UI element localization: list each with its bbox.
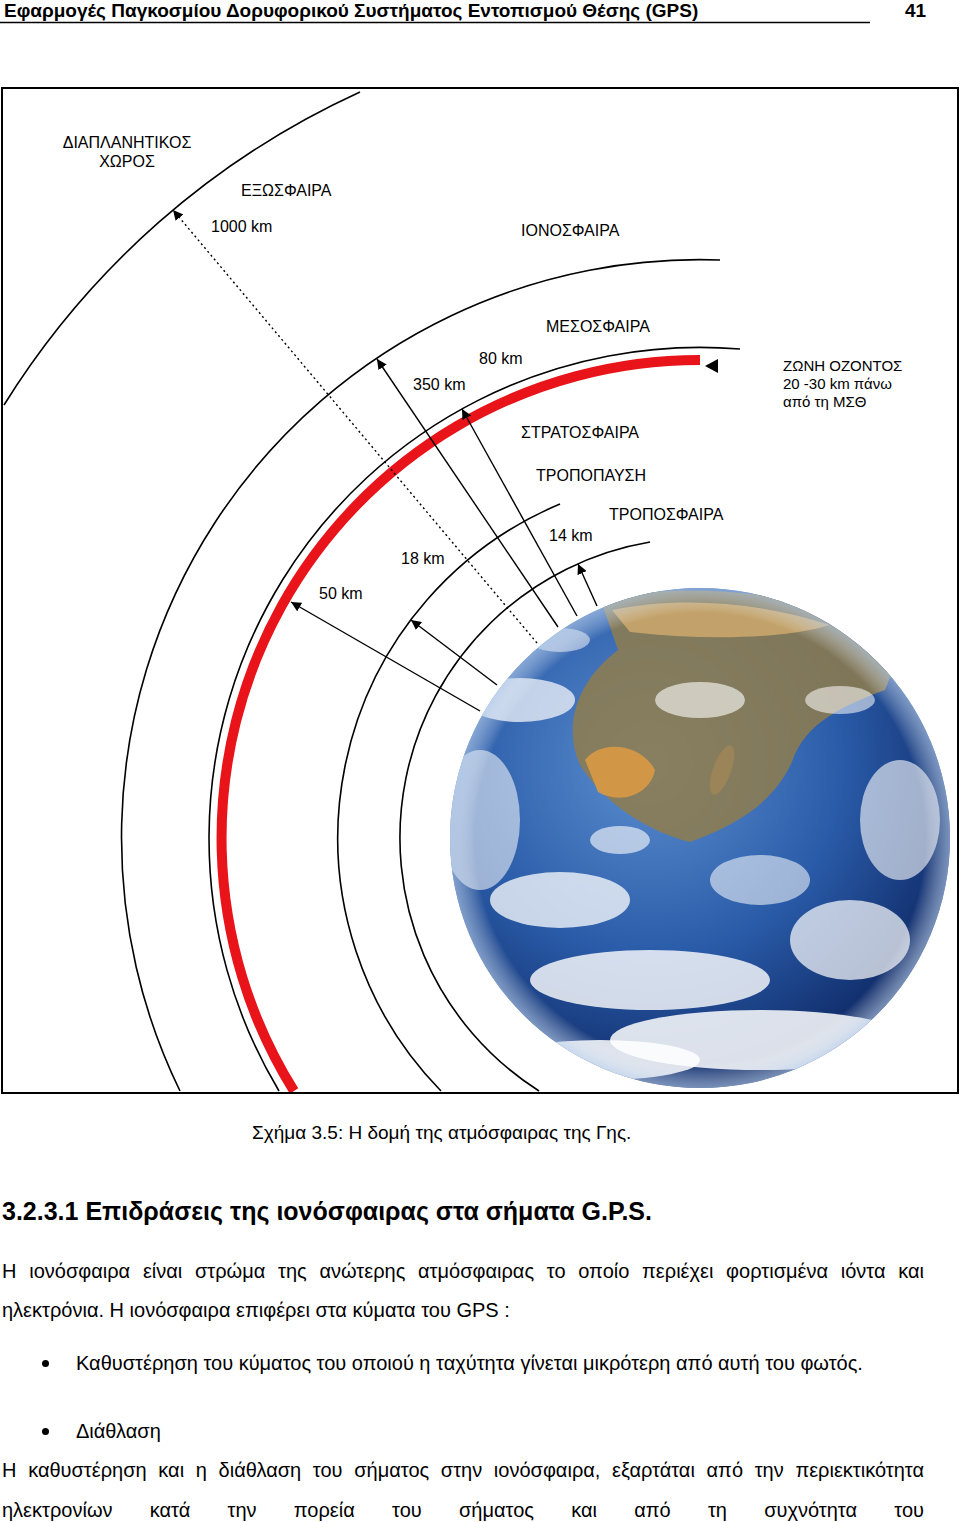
layer-label: ΙΟΝΟΣΦΑΙΡΑ [520, 222, 620, 240]
section-heading: 3.2.3.1 Επιδράσεις της ιονόσφαιρας στα σ… [2, 1195, 652, 1227]
altitude-label: 80 km [478, 350, 524, 368]
bullet-dot [42, 1360, 49, 1367]
body-paragraph: Η ιονόσφαιρα είναι στρώμα της ανώτερης α… [2, 1252, 924, 1330]
altitude-label: 1000 km [210, 218, 273, 236]
ozone-layer-band [222, 360, 700, 1091]
altitude-label: 18 km [400, 550, 446, 568]
layer-label: ΜΕΣΟΣΦΑΙΡΑ [545, 318, 651, 336]
header-rule [0, 22, 870, 24]
altitude-label: 14 km [548, 527, 594, 545]
layer-boundaries [4, 92, 740, 1091]
ozone-pointer [705, 359, 718, 373]
layer-label: ΣΤΡΑΤΟΣΦΑΙΡΑ [520, 424, 640, 442]
figure-frame [2, 88, 958, 1093]
altitude-label: 350 km [412, 376, 466, 394]
bullet-item: Διάθλαση [76, 1418, 161, 1445]
layer-label: ΕΞΩΣΦΑΙΡΑ [240, 182, 333, 200]
altitude-arrows [173, 210, 597, 711]
ozone-label: ΖΩΝΗ ΟΖΟΝΤΟΣ 20 -30 km πάνω από τη ΜΣΘ [782, 357, 910, 411]
layer-label: ΤΡΟΠΟΠΑΥΣΗ [535, 467, 647, 485]
body-paragraph: Η καθυστέρηση και η διάθλαση του σήματος… [2, 1450, 924, 1522]
altitude-label: 50 km [318, 585, 364, 603]
earth-picture [440, 588, 950, 1088]
figure-caption: Σχήμα 3.5: Η δομή της ατμόσφαιρας της Γη… [252, 1121, 631, 1145]
layer-label: ΤΡΟΠΟΣΦΑΙΡΑ [608, 506, 724, 524]
bullet-dot [42, 1428, 49, 1435]
layer-label: ΔΙΑΠΛΑΝΗΤΙΚΟΣ ΧΩΡΟΣ [52, 133, 202, 171]
bullet-item: Καθυστέρηση του κύματος του οποιού η ταχ… [76, 1350, 924, 1377]
page-header: Εφαρμογές Παγκοσμίου Δορυφορικού Συστήμα… [4, 0, 698, 21]
page-number: 41 [905, 0, 926, 21]
